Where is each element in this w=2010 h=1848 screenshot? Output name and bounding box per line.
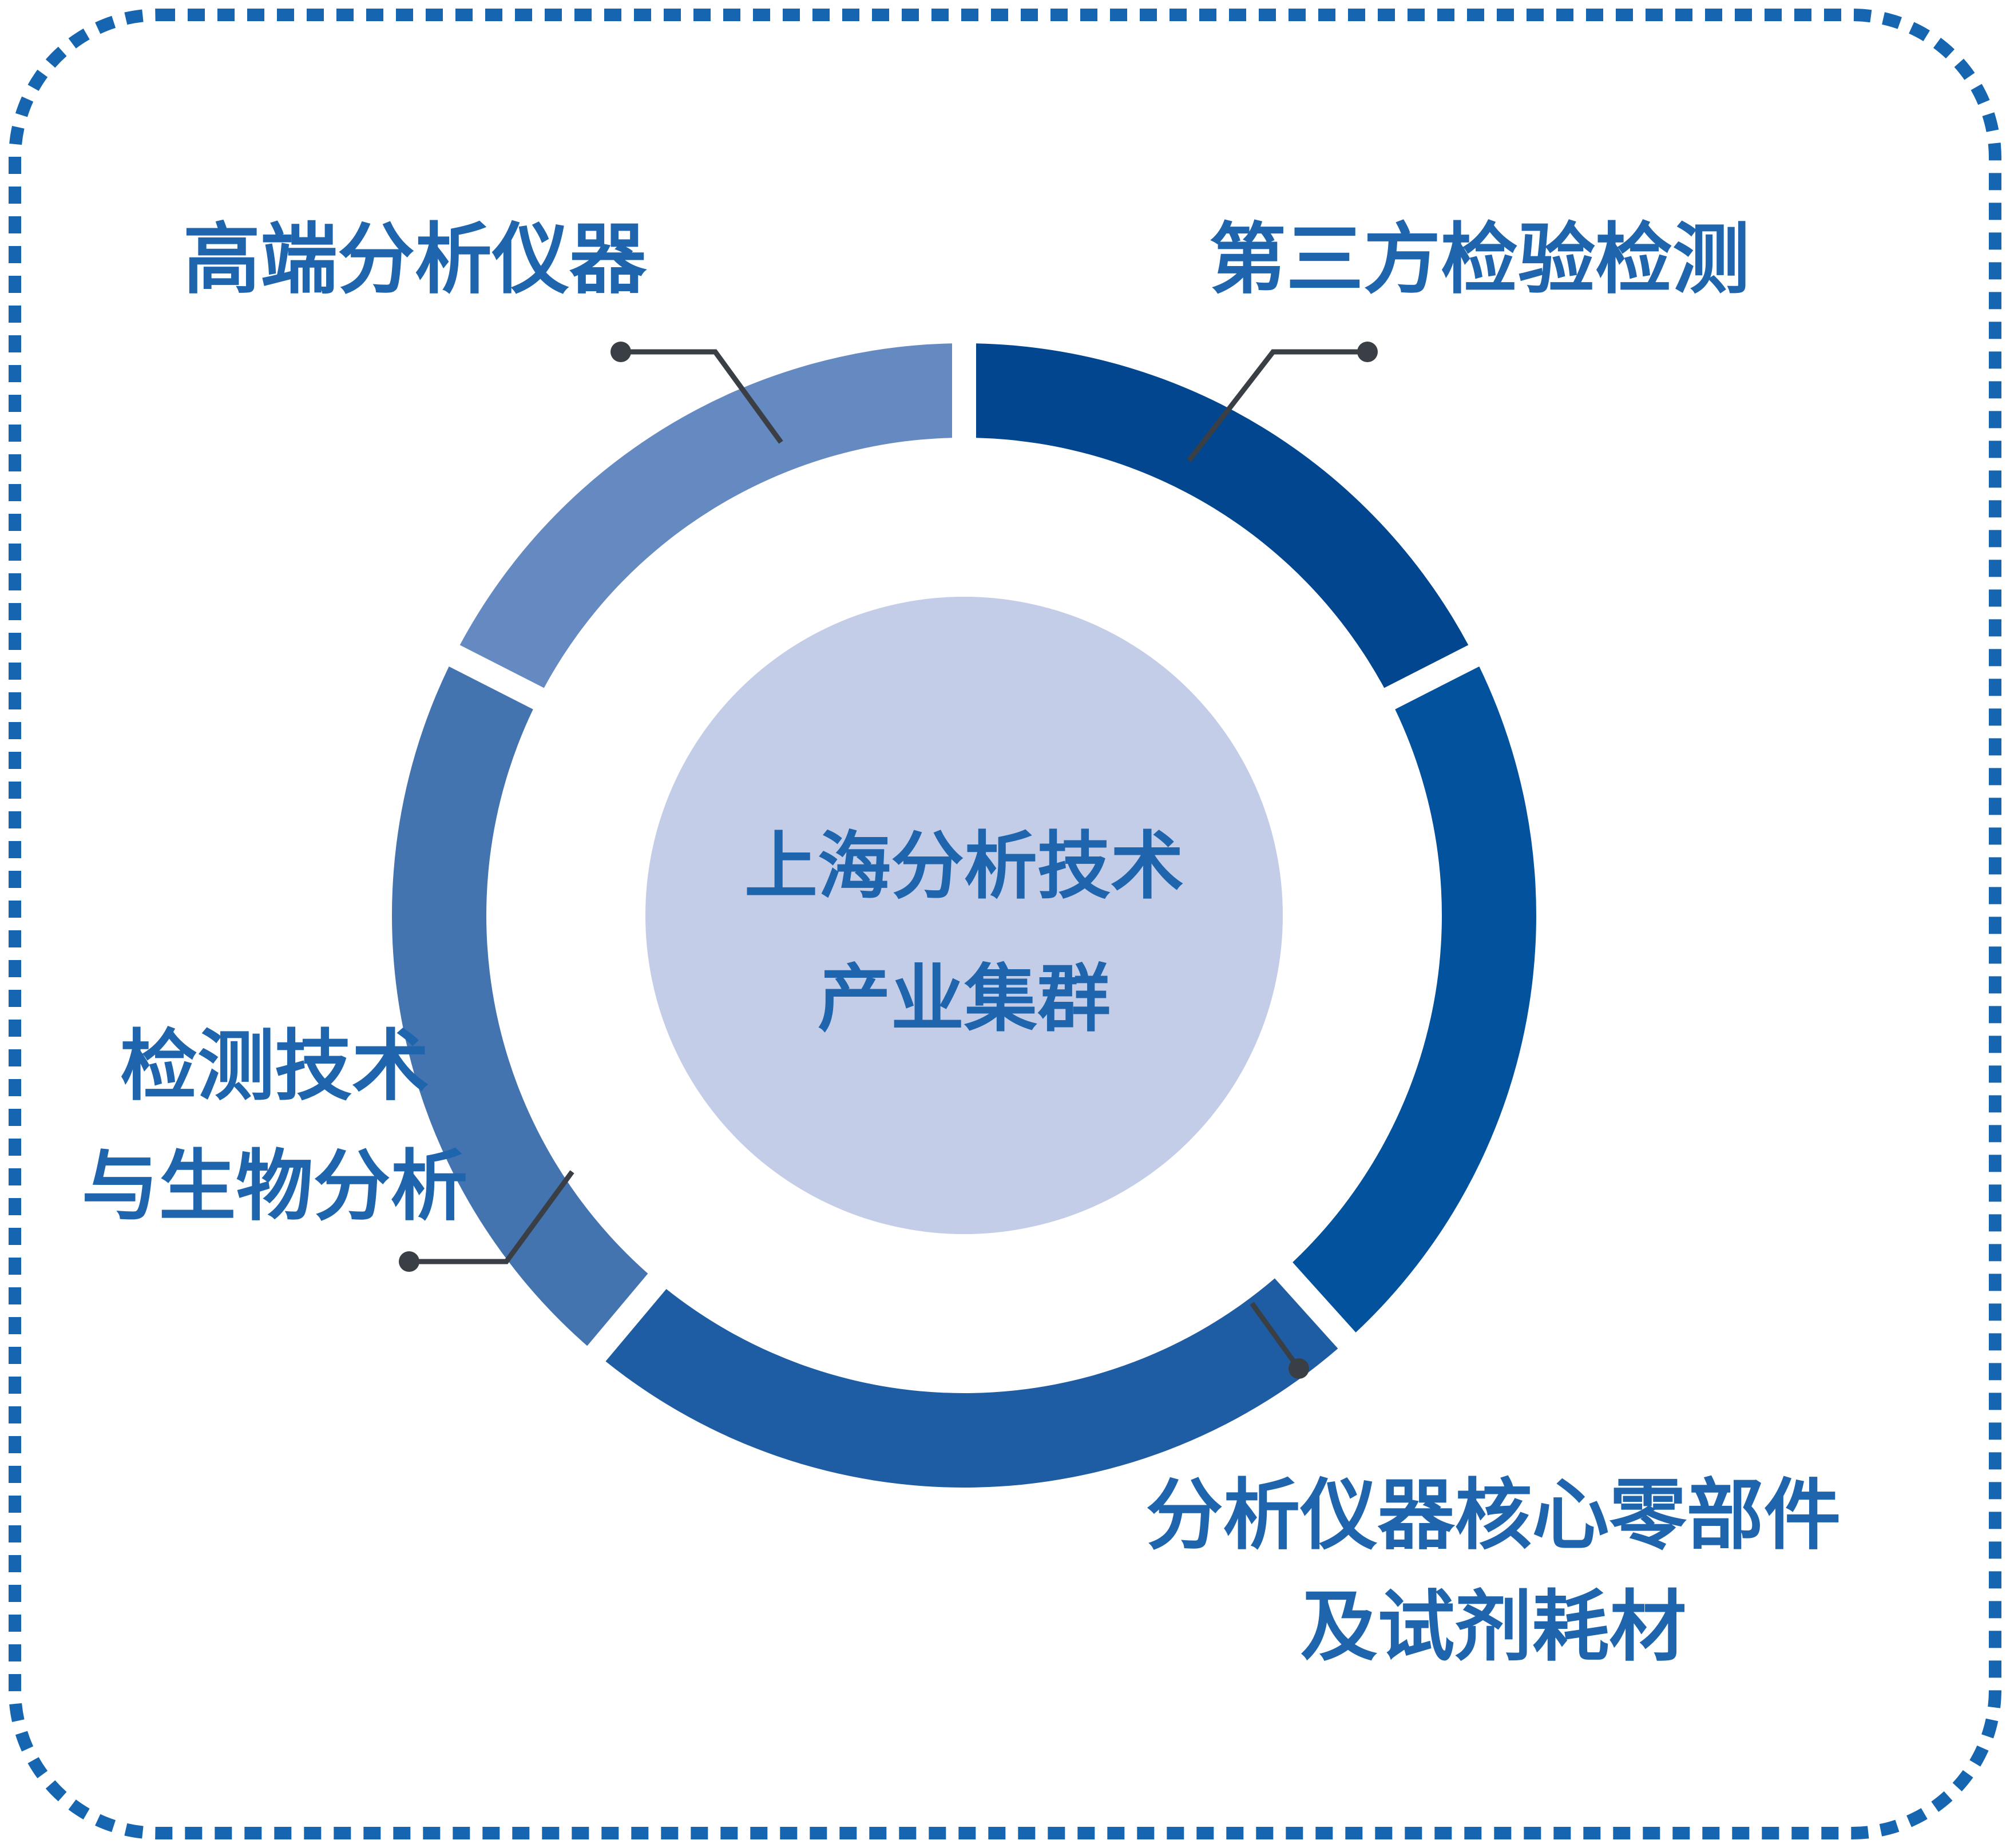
center-title-line1: 上海分析技术 <box>744 824 1184 909</box>
connector-third-party-testing <box>1187 349 1367 462</box>
label-components-reagents-line1: 分析仪器核心零部件 <box>1146 1470 1841 1560</box>
label-third-party-testing: 第三方检验检测 <box>1209 215 1750 304</box>
label-high-end-instruments: 高端分析仪器 <box>183 215 647 304</box>
connector-high-end-instruments <box>621 349 783 444</box>
connectors <box>399 342 1378 1379</box>
connector-dot-testing-bio-analysis <box>399 1251 419 1272</box>
connector-dot-high-end-instruments <box>610 342 631 362</box>
connector-components-reagents <box>1250 1302 1301 1370</box>
connector-dot-components-reagents <box>1289 1358 1309 1379</box>
center-title-line2: 产业集群 <box>818 957 1111 1042</box>
dashed-frame <box>9 9 2001 1839</box>
ring-segment-third-party-testing <box>976 343 1469 688</box>
ring-segment-testing-bio-analysis <box>391 666 648 1346</box>
ring <box>391 343 1536 1488</box>
label-components-reagents-line2: 及试剂耗材 <box>1301 1582 1687 1672</box>
connector-dot-third-party-testing <box>1357 342 1378 362</box>
ring-segment-components-reagents <box>1293 666 1536 1333</box>
label-testing-bio-analysis-line1: 检测技术 <box>120 1021 429 1111</box>
ring-segment-high-end-instruments <box>459 343 953 688</box>
connector-testing-bio-analysis <box>409 1170 574 1264</box>
label-testing-bio-analysis-line2: 与生物分析 <box>82 1141 468 1231</box>
ring-segment-bottom <box>605 1278 1338 1488</box>
center-circle <box>645 597 1283 1234</box>
